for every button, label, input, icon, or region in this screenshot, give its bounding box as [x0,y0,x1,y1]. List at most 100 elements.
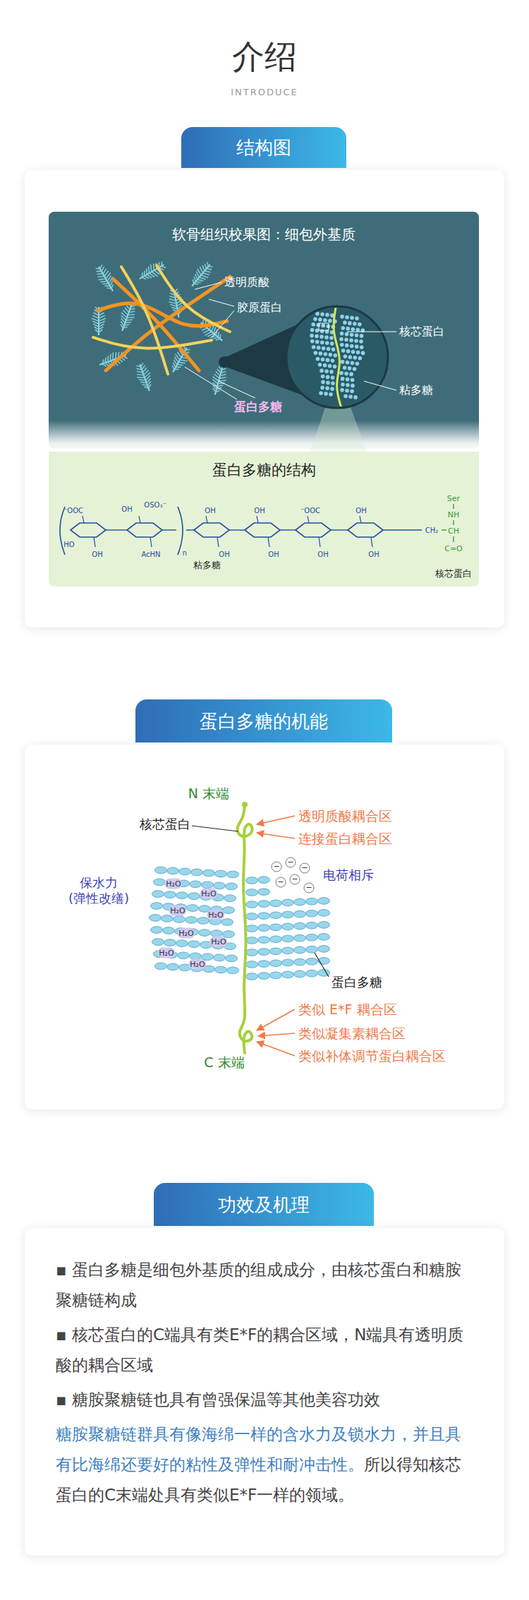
hyaluronic-fiber [156,265,230,332]
region-label: 透明质酸耦合区 [298,807,393,824]
glycan-unit [215,869,228,877]
pointer-arrow [256,815,295,824]
atom-label: CH₂ [425,525,439,536]
sugar-ring [244,522,281,537]
region-label: 类似凝集素耦合区 [298,1024,406,1042]
serine-bond [452,503,454,509]
proteoglycan-figure [186,259,216,290]
part-label: 核芯蛋白 [399,324,445,339]
subtitle: INTRODUCE [230,86,299,99]
glycan-unit [189,880,202,888]
atom-label: CH [447,525,460,537]
water-label: H₂O [206,909,225,920]
glycan-unit [294,933,307,941]
terminus-label: C 末端 [203,1053,245,1070]
glycan-unit [294,957,307,965]
glycan-unit [179,867,192,875]
leader-line [191,825,239,831]
leader-line [347,331,397,333]
glycan-unit [318,945,331,953]
atom-label: OH [253,505,265,516]
glycan-unit [227,966,240,974]
region-label: 类似补体调节蛋白耦合区 [298,1047,446,1064]
glycan-unit [203,868,216,877]
tab-title: 结构图 [236,138,292,157]
glycan-unit [188,892,201,900]
terminus-label: N 末端 [188,785,230,802]
glycan-unit [306,909,319,917]
hyaluronic-fiber [121,266,168,374]
glycan-unit [149,914,162,922]
glycan-unit [318,933,331,941]
atom-label: OH [218,549,230,560]
charge-symbol: − [299,862,311,874]
glycan-unit [213,953,226,961]
leader-line [194,282,222,290]
atom-label: OSO₃⁻ [143,500,166,510]
atom-label: OH [368,549,379,560]
fade [48,420,479,453]
atom-label: Ser [447,493,460,504]
section-tab: 蛋白多糖的机能 [135,698,393,743]
glycan-unit [270,935,283,943]
glycan-unit [294,921,307,929]
glycan-unit [294,897,307,905]
atom-label: ⁻OOC [63,505,84,516]
leader-line [314,952,329,977]
glycan-unit [225,882,238,890]
panel-title: 蛋白多糖的结构 [212,460,316,479]
water-label: H₂O [209,935,228,947]
glycan-unit [258,876,271,884]
glycan-unit [225,954,238,962]
paragraph: 糖胺聚糖链群具有像海绵一样的含水力及锁水力，并且具有比海绵还要好的粘性及弹性和耐… [55,1418,474,1510]
glycan-unit [177,951,190,959]
glycan-unit [282,970,295,978]
part-label: 粘多糖 [193,558,221,571]
sugar-ring [126,522,163,537]
glycan-unit [306,945,319,953]
glycan-unit [152,938,165,946]
part-label: 透明质酸 [224,275,270,290]
proteoglycan-figure [115,301,139,333]
charge-symbol: − [285,856,297,868]
glycan-unit [294,969,307,977]
atom-label: OH [204,505,216,516]
core-protein [237,804,253,1053]
glycan-unit [306,957,319,965]
glycan-unit [186,904,199,912]
bullet-text: ▪ 糖胺聚糖链也具有曾强保温等其他美容功效 [55,1389,381,1408]
tab-title: 蛋白多糖的机能 [199,711,328,731]
glycan-unit [294,909,307,917]
pointer-arrow [258,1032,295,1036]
part-label: 蛋白多糖 [331,974,383,990]
glycan-unit [318,921,331,929]
leader-line [184,366,237,400]
sugar-ring [347,522,383,537]
glycan-unit [282,946,295,954]
figure-panel: 软骨组织校果图：细包外基质 [48,211,479,269]
glycan-unit [153,878,166,886]
glycan-unit [282,958,295,966]
charge-symbol: − [303,882,315,893]
pointer-arrow [256,1041,295,1056]
glycan-unit [213,881,226,889]
page-title: 介绍 [0,36,529,77]
glycan-unit [258,959,271,968]
pointer-arrow [256,832,295,838]
glycosidic-bond [280,529,296,530]
glycan-unit [306,933,319,941]
glycan-unit [198,928,211,936]
glycan-unit [173,915,186,923]
glycan-unit [282,922,295,930]
glycan-unit [258,923,271,932]
zoom-detail [309,307,365,408]
light-beam [310,404,367,452]
glycan-unit [167,962,180,970]
sugar-ring [70,522,106,537]
sugar-ring [295,522,331,537]
panel-title: 软骨组织校果图：细包外基质 [172,225,356,244]
paragraph: ▪ 蛋白多糖是细包外基质的组成成分，由核芯蛋白和糖胺聚糖链构成 [55,1254,474,1315]
green-panel [48,451,479,587]
glycan-unit [185,916,198,924]
